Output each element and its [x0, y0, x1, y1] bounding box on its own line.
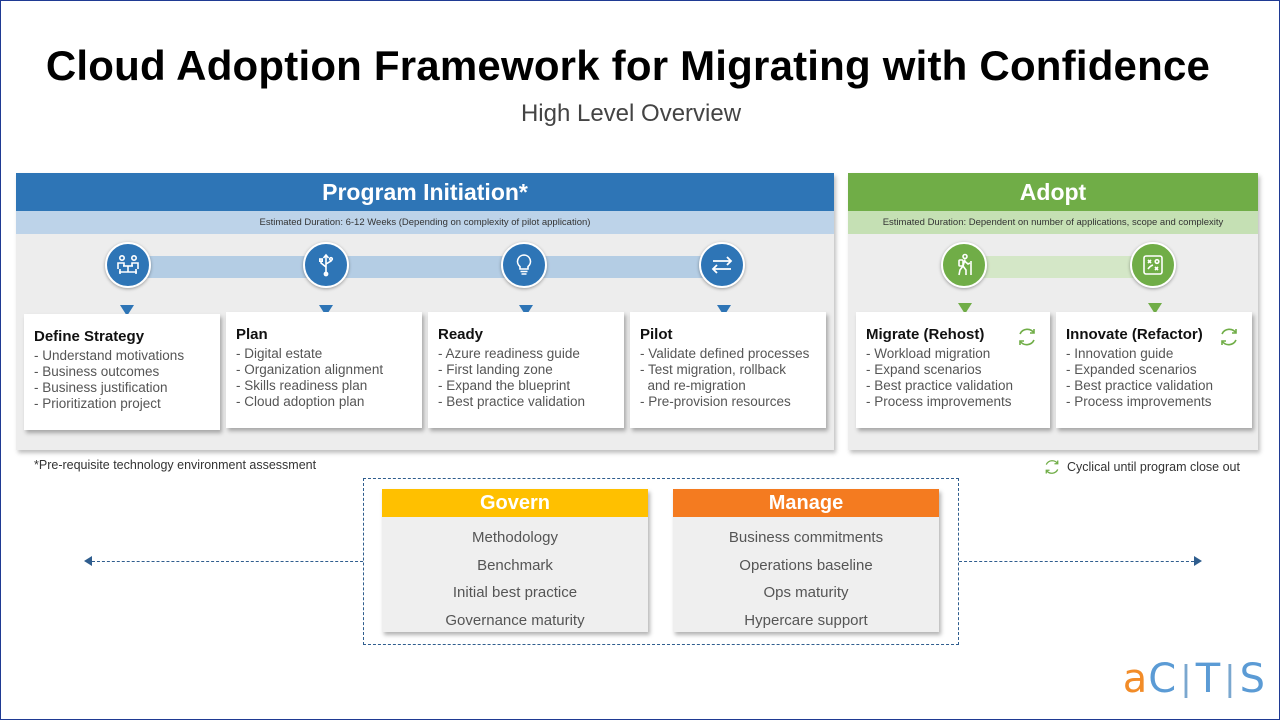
cycle-icon	[1019, 328, 1035, 346]
logo-letter-c: C	[1148, 656, 1178, 702]
logo-divider: |	[1180, 659, 1193, 699]
stage-card-ready: Ready - Azure readiness guide - First la…	[428, 312, 624, 428]
stage-item: - Skills readiness plan	[236, 378, 368, 393]
stage-title: Innovate (Refactor)	[1066, 326, 1203, 343]
lightbulb-icon	[501, 242, 547, 288]
prerequisite-note: *Pre-requisite technology environment as…	[34, 458, 317, 472]
stage-item: - Organization alignment	[236, 362, 384, 377]
stage-pointer	[120, 305, 134, 316]
stage-item: - Validate defined processes	[640, 346, 810, 361]
stage-item: - Best practice validation	[438, 394, 586, 409]
manage-item: Operations baseline	[739, 556, 873, 574]
stage-item: - Best practice validation	[1066, 378, 1214, 393]
stage-item: - Test migration, rollback	[640, 362, 787, 377]
govern-header: Govern	[382, 489, 648, 517]
stage-item: - Workload migration	[866, 346, 991, 361]
stage-title: Pilot	[640, 326, 673, 343]
govern-panel: Govern Methodology Benchmark Initial bes…	[382, 489, 648, 632]
usb-icon	[303, 242, 349, 288]
program-initiation-duration: Estimated Duration: 6-12 Weeks (Dependin…	[16, 211, 834, 234]
stage-item: and re-migration	[640, 378, 746, 393]
stage-item: - Innovation guide	[1066, 346, 1174, 361]
manage-panel: Manage Business commitments Operations b…	[673, 489, 939, 632]
stage-item: - Business outcomes	[34, 364, 160, 379]
stage-title: Plan	[236, 326, 268, 343]
stage-item: - Process improvements	[1066, 394, 1212, 409]
logo-letter-a: a	[1122, 656, 1149, 702]
stage-item: - Pre-provision resources	[640, 394, 791, 409]
adopt-track	[963, 256, 1153, 278]
manage-item: Ops maturity	[763, 584, 849, 601]
arrow-right-icon	[1194, 556, 1202, 566]
program-initiation-section: Program Initiation* Estimated Duration: …	[16, 173, 834, 450]
stage-pointer	[958, 303, 972, 314]
page-subtitle: High Level Overview	[520, 100, 742, 127]
acts-logo: a C | T | S	[1123, 656, 1266, 702]
stage-title: Define Strategy	[34, 328, 145, 345]
stage-pointer	[519, 305, 533, 316]
govern-item: Governance maturity	[445, 611, 585, 629]
dashed-connector-right	[959, 561, 1194, 562]
stage-item: - Cloud adoption plan	[236, 394, 365, 409]
dashed-connector-left	[92, 561, 363, 562]
stage-title: Ready	[438, 326, 484, 343]
govern-item: Benchmark	[477, 556, 553, 574]
program-initiation-track	[126, 256, 726, 278]
stage-item: - Process improvements	[866, 394, 1012, 409]
stage-title: Migrate (Rehost)	[866, 326, 985, 343]
stage-pointer	[1148, 303, 1162, 314]
stage-card-innovate: Innovate (Refactor) - Innovation guide -…	[1056, 312, 1252, 428]
stage-card-plan: Plan - Digital estate - Organization ali…	[226, 312, 422, 428]
adopt-section: Adopt Estimated Duration: Dependent on n…	[848, 173, 1258, 450]
stage-item: - Expand the blueprint	[438, 378, 571, 393]
adopt-header: Adopt	[848, 173, 1258, 211]
cycle-icon	[1045, 460, 1059, 474]
stage-card-pilot: Pilot - Validate defined processes - Tes…	[630, 312, 826, 428]
cyclical-note: Cyclical until program close out	[1043, 458, 1240, 476]
logo-letter-s: S	[1239, 656, 1266, 702]
stage-pointer	[717, 305, 731, 316]
stage-pointer	[319, 305, 333, 316]
stage-item: - Understand motivations	[34, 348, 185, 363]
govern-manage-frame	[363, 478, 959, 645]
hiker-icon	[941, 242, 987, 288]
cyclical-note-text: Cyclical until program close out	[1067, 460, 1240, 474]
logo-letter-t: T	[1195, 656, 1222, 702]
manage-item: Business commitments	[728, 529, 884, 546]
program-initiation-header: Program Initiation*	[16, 173, 834, 211]
stage-card-migrate: Migrate (Rehost) - Workload migration - …	[856, 312, 1050, 428]
stage-item: - First landing zone	[438, 362, 553, 377]
arrow-left-icon	[84, 556, 92, 566]
stage-item: - Expanded scenarios	[1066, 362, 1197, 377]
adopt-duration: Estimated Duration: Dependent on number …	[848, 211, 1258, 234]
govern-item: Initial best practice	[452, 584, 578, 601]
logo-divider: |	[1224, 659, 1237, 699]
govern-item: Methodology	[472, 529, 558, 546]
manage-header: Manage	[673, 489, 939, 517]
stage-card-define-strategy: Define Strategy - Understand motivations…	[24, 314, 220, 430]
stage-item: - Digital estate	[236, 346, 323, 361]
strategy-board-icon	[1130, 242, 1176, 288]
stage-item: - Prioritization project	[34, 396, 161, 411]
cycle-icon	[1221, 328, 1237, 346]
page-title: Cloud Adoption Framework for Migrating w…	[45, 42, 1211, 89]
stage-item: - Best practice validation	[866, 378, 1014, 393]
stage-item: - Azure readiness guide	[438, 346, 580, 361]
transfer-icon	[699, 242, 745, 288]
manage-item: Hypercare support	[744, 611, 868, 629]
meeting-icon	[105, 242, 151, 288]
stage-item: - Business justification	[34, 380, 168, 395]
stage-item: - Expand scenarios	[866, 362, 982, 377]
